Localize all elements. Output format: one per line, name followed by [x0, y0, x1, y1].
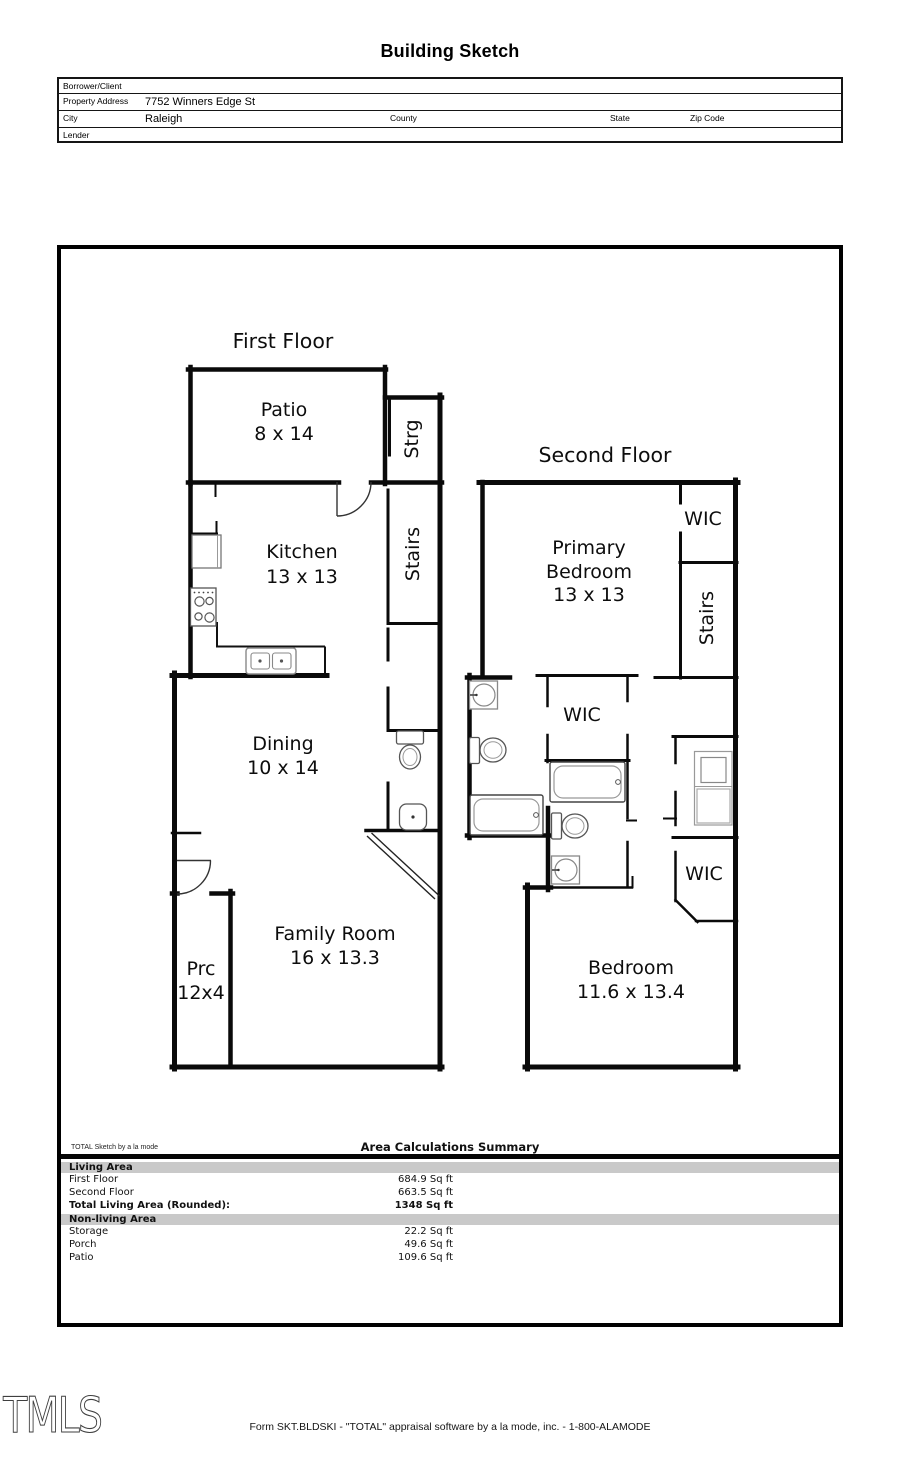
summary-row-second-floor: Second Floor 663.5 Sq ft [61, 1186, 839, 1199]
borrower-label: Borrower/Client [63, 81, 122, 91]
tmls-logo: TMLS [2, 1390, 104, 1445]
half-bath-sink-icon [398, 803, 428, 831]
dining-dim: 10 x 14 [247, 757, 319, 779]
hall-bath-toilet-icon [550, 812, 589, 840]
patio-label: Patio [261, 399, 308, 421]
kitchen-label: Kitchen [266, 541, 337, 563]
lender-label: Lender [63, 130, 90, 140]
county-label: County [390, 113, 417, 123]
strg-label: Strg [401, 419, 423, 458]
summary-row-storage: Storage 22.2 Sq ft [61, 1225, 839, 1238]
header-row-property: Property Address 7752 Winners Edge St [59, 94, 841, 111]
row-label: Storage [69, 1226, 109, 1238]
header-row-city: City Raleigh County State Zip Code [59, 111, 841, 128]
summary-row-porch: Porch 49.6 Sq ft [61, 1238, 839, 1251]
dining-label: Dining [252, 733, 313, 755]
kitchen-counter [216, 622, 326, 673]
primary-bedroom-dim: 13 x 13 [553, 584, 625, 606]
page-title: Building Sketch [380, 41, 520, 61]
first-floor-walls [169, 364, 445, 1072]
row-label: Porch [69, 1239, 97, 1251]
wic-mid-label: WIC [563, 704, 601, 726]
half-bath-toilet-icon [395, 730, 425, 770]
area-calculations-summary: TOTAL Sketch by a la mode Area Calculati… [61, 1138, 839, 1264]
property-address-label: Property Address [63, 96, 129, 106]
row-value: 1348 Sq ft [394, 1199, 453, 1211]
stairs-second-label: Stairs [696, 591, 718, 645]
row-value: 22.2 Sq ft [404, 1226, 453, 1238]
primary-bath-toilet-icon [468, 736, 507, 765]
hall-bath-sink-icon [550, 855, 581, 885]
patio-dim: 8 x 14 [254, 423, 314, 445]
hall-bathtub-icon [549, 761, 626, 803]
patio-door-icon [336, 481, 372, 517]
family-room-label: Family Room [274, 923, 395, 945]
stairs-first-label: Stairs [402, 527, 424, 581]
row-label: Second Floor [69, 1186, 134, 1198]
header-table: Borrower/Client Property Address 7752 Wi… [57, 77, 843, 143]
total-sketch-branding: TOTAL Sketch by a la mode [71, 1144, 159, 1151]
summary-divider [61, 1154, 839, 1159]
second-floor-walls [464, 477, 741, 1072]
kitchen-dim: 13 x 13 [266, 566, 338, 588]
row-value: 109.6 Sq ft [398, 1251, 453, 1263]
bedroom-label: Bedroom [588, 957, 674, 979]
primary-bath-sink-icon [468, 680, 499, 710]
washer-dryer-icon [693, 750, 733, 826]
city-label: City [63, 113, 78, 123]
primary-bedroom-label-2: Bedroom [546, 561, 632, 583]
nonliving-area-section-header: Non-living Area [61, 1214, 839, 1226]
summary-row-patio: Patio 109.6 Sq ft [61, 1251, 839, 1264]
porch-door-icon [176, 859, 212, 895]
city-value: Raleigh [145, 113, 183, 125]
second-floor-title: Second Floor [539, 443, 673, 467]
wic-bottom-label: WIC [685, 863, 723, 885]
summary-title: Area Calculations Summary [360, 1140, 540, 1154]
primary-bedroom-label-1: Primary [552, 537, 625, 559]
sketch-area: First Floor Patio 8 x 14 Strg Kitchen 13… [57, 245, 843, 1327]
row-value: 49.6 Sq ft [404, 1239, 453, 1251]
summary-row-first-floor: First Floor 684.9 Sq ft [61, 1173, 839, 1186]
closet-diagonal-door-icon [366, 832, 440, 900]
wic-top-label: WIC [684, 508, 722, 530]
header-row-lender: Lender [59, 128, 841, 141]
living-area-section-header: Living Area [61, 1162, 839, 1173]
porch-dim: 12x4 [177, 982, 225, 1004]
tmls-logo-text: TMLS [2, 1390, 101, 1444]
bedroom-dim: 11.6 x 13.4 [577, 981, 685, 1003]
summary-row-total-living: Total Living Area (Rounded): 1348 Sq ft [61, 1199, 839, 1212]
row-label: First Floor [69, 1174, 119, 1185]
zip-label: Zip Code [690, 113, 725, 123]
row-label: Patio [69, 1251, 94, 1263]
row-value: 663.5 Sq ft [398, 1186, 453, 1198]
row-label: Total Living Area (Rounded): [69, 1199, 231, 1211]
porch-label: Prc [187, 958, 216, 980]
primary-bathtub-icon [469, 794, 544, 836]
fridge-icon [191, 534, 222, 569]
state-label: State [610, 113, 630, 123]
kitchen-sink-icon [245, 647, 297, 675]
header-row-borrower: Borrower/Client [59, 79, 841, 94]
form-attribution-line: Form SKT.BLDSKI - "TOTAL" appraisal soft… [249, 1421, 651, 1433]
family-room-dim: 16 x 13.3 [290, 947, 380, 969]
summary-header: TOTAL Sketch by a la mode Area Calculati… [61, 1138, 839, 1154]
first-floor-title: First Floor [233, 329, 334, 353]
stove-icon [189, 587, 217, 627]
row-value: 684.9 Sq ft [398, 1174, 453, 1185]
property-address-value: 7752 Winners Edge St [145, 96, 256, 108]
floorplan-drawing: First Floor Patio 8 x 14 Strg Kitchen 13… [169, 329, 741, 1072]
